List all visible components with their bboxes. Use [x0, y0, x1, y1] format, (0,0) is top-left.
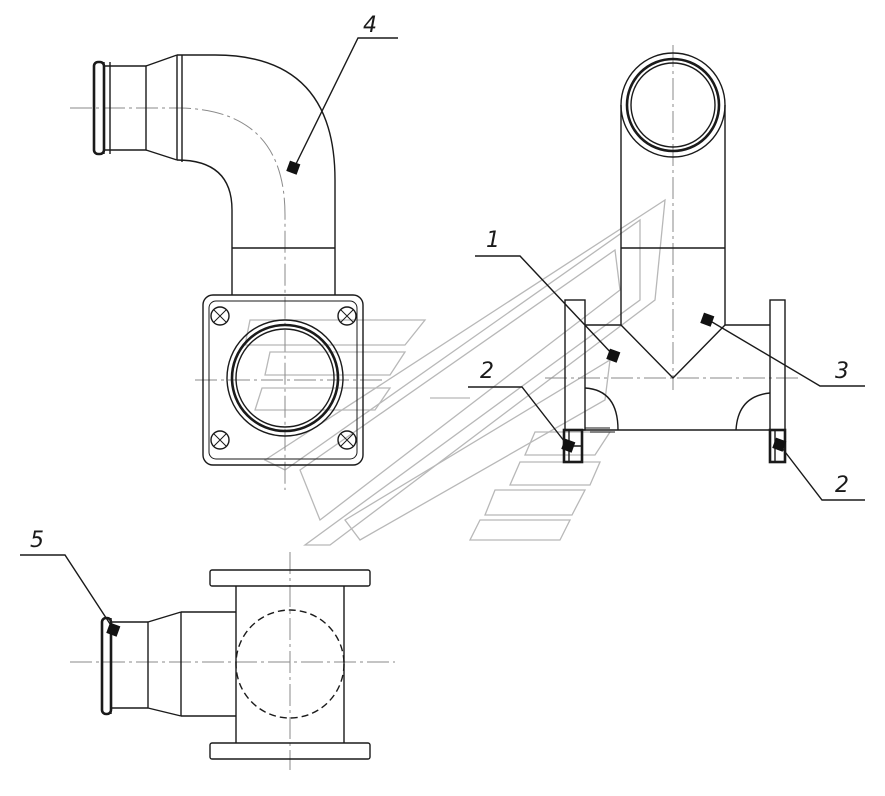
watermark-logo — [244, 198, 666, 546]
callout-4: 4 — [286, 13, 398, 175]
tee-top-view — [70, 552, 395, 770]
callout-1: 1 — [475, 228, 621, 363]
callout-2-right: 2 — [772, 437, 865, 501]
bolt-hole — [337, 430, 357, 450]
callout-label-2b: 2 — [835, 473, 849, 498]
callout-3: 3 — [700, 312, 865, 387]
callout-label-1: 1 — [486, 228, 500, 253]
callout-2-left: 2 — [468, 359, 576, 453]
callout-5: 5 — [20, 528, 121, 637]
elbow-pipe — [70, 54, 385, 490]
bolt-hole — [337, 306, 357, 326]
tee-pipe — [545, 45, 800, 464]
bolt-hole — [210, 430, 230, 450]
callout-label-3: 3 — [835, 359, 849, 384]
callout-label-2a: 2 — [480, 359, 494, 384]
callout-label-5: 5 — [30, 528, 44, 553]
bolt-hole — [210, 306, 230, 326]
callout-label-4: 4 — [363, 13, 377, 38]
